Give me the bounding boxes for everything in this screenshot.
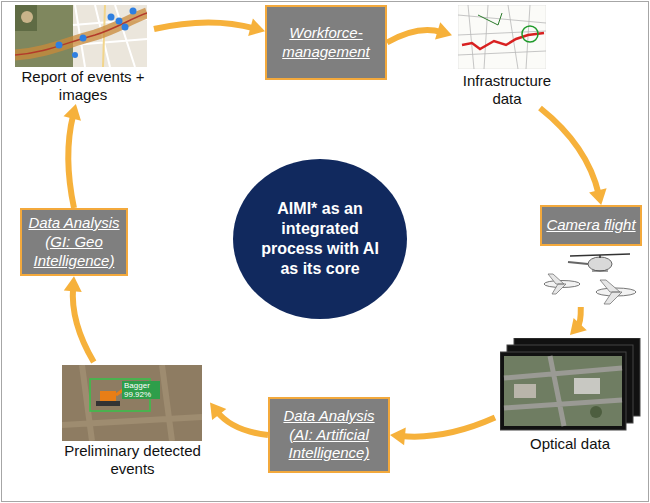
ellipse-shape <box>232 158 408 320</box>
arrow-head <box>589 188 607 205</box>
cycle-arrow <box>570 307 587 335</box>
arrow-head <box>64 104 81 121</box>
cycle-arrow <box>540 108 607 205</box>
detection-tag: Bagger 99.92% <box>122 381 160 399</box>
process-box: Data Analysis (AI: Artificial Intelligen… <box>268 397 390 473</box>
cycle-arrow <box>210 403 268 435</box>
core-ellipse: AIMI* as an integrated process with AI a… <box>232 158 408 320</box>
arrow-head <box>248 19 265 36</box>
box-text: Data Analysis (GI: Geo Intelligence) <box>26 214 122 270</box>
infrastructure-map-image <box>458 5 546 69</box>
image-node: Optical data <box>495 335 645 453</box>
arrow-head <box>210 403 226 420</box>
arrow-head <box>570 318 587 335</box>
arrow-head <box>390 427 406 445</box>
arrow-head <box>64 276 82 292</box>
box-text: Data Analysis (AI: Artificial Intelligen… <box>274 407 384 463</box>
caption-text: Infrastructure data <box>452 72 562 108</box>
caption-text: Report of events + images <box>12 68 154 104</box>
arrow-line <box>154 22 254 29</box>
image-node: Preliminary detected events <box>55 362 210 478</box>
box-text: Workforce-management <box>271 24 381 62</box>
cycle-arrow <box>64 104 81 208</box>
process-box: Data Analysis (GI: Geo Intelligence) <box>20 208 128 276</box>
caption-text: Preliminary detected events <box>55 442 210 478</box>
caption-text: Optical data <box>495 435 645 453</box>
image-node: Infrastructure data <box>452 4 562 108</box>
arrow-line <box>387 30 441 43</box>
aircraft-image <box>540 250 642 306</box>
cycle-arrow <box>154 19 265 36</box>
arrow-line <box>217 411 268 435</box>
cycle-arrow <box>390 418 495 446</box>
core-text: AIMI* as an integrated process with AI a… <box>256 199 384 279</box>
arrow-line <box>540 108 599 194</box>
process-box: Workforce-management <box>265 5 387 80</box>
ellipse-text-area: AIMI* as an integrated process with AI a… <box>232 158 408 320</box>
arrow-head <box>435 22 452 39</box>
optical-frames-image <box>500 338 642 434</box>
image-node: Report of events + images <box>12 4 154 104</box>
camera-box-text: Camera flight <box>540 205 642 246</box>
cycle-arrow <box>64 276 94 362</box>
arrow-line <box>68 115 74 208</box>
event-map-image <box>15 5 147 67</box>
arrow-line <box>401 418 495 437</box>
camera-node: Camera flight <box>540 205 642 307</box>
arrow-line <box>73 287 94 362</box>
cycle-arrow <box>387 22 452 42</box>
detection-image <box>62 365 202 441</box>
